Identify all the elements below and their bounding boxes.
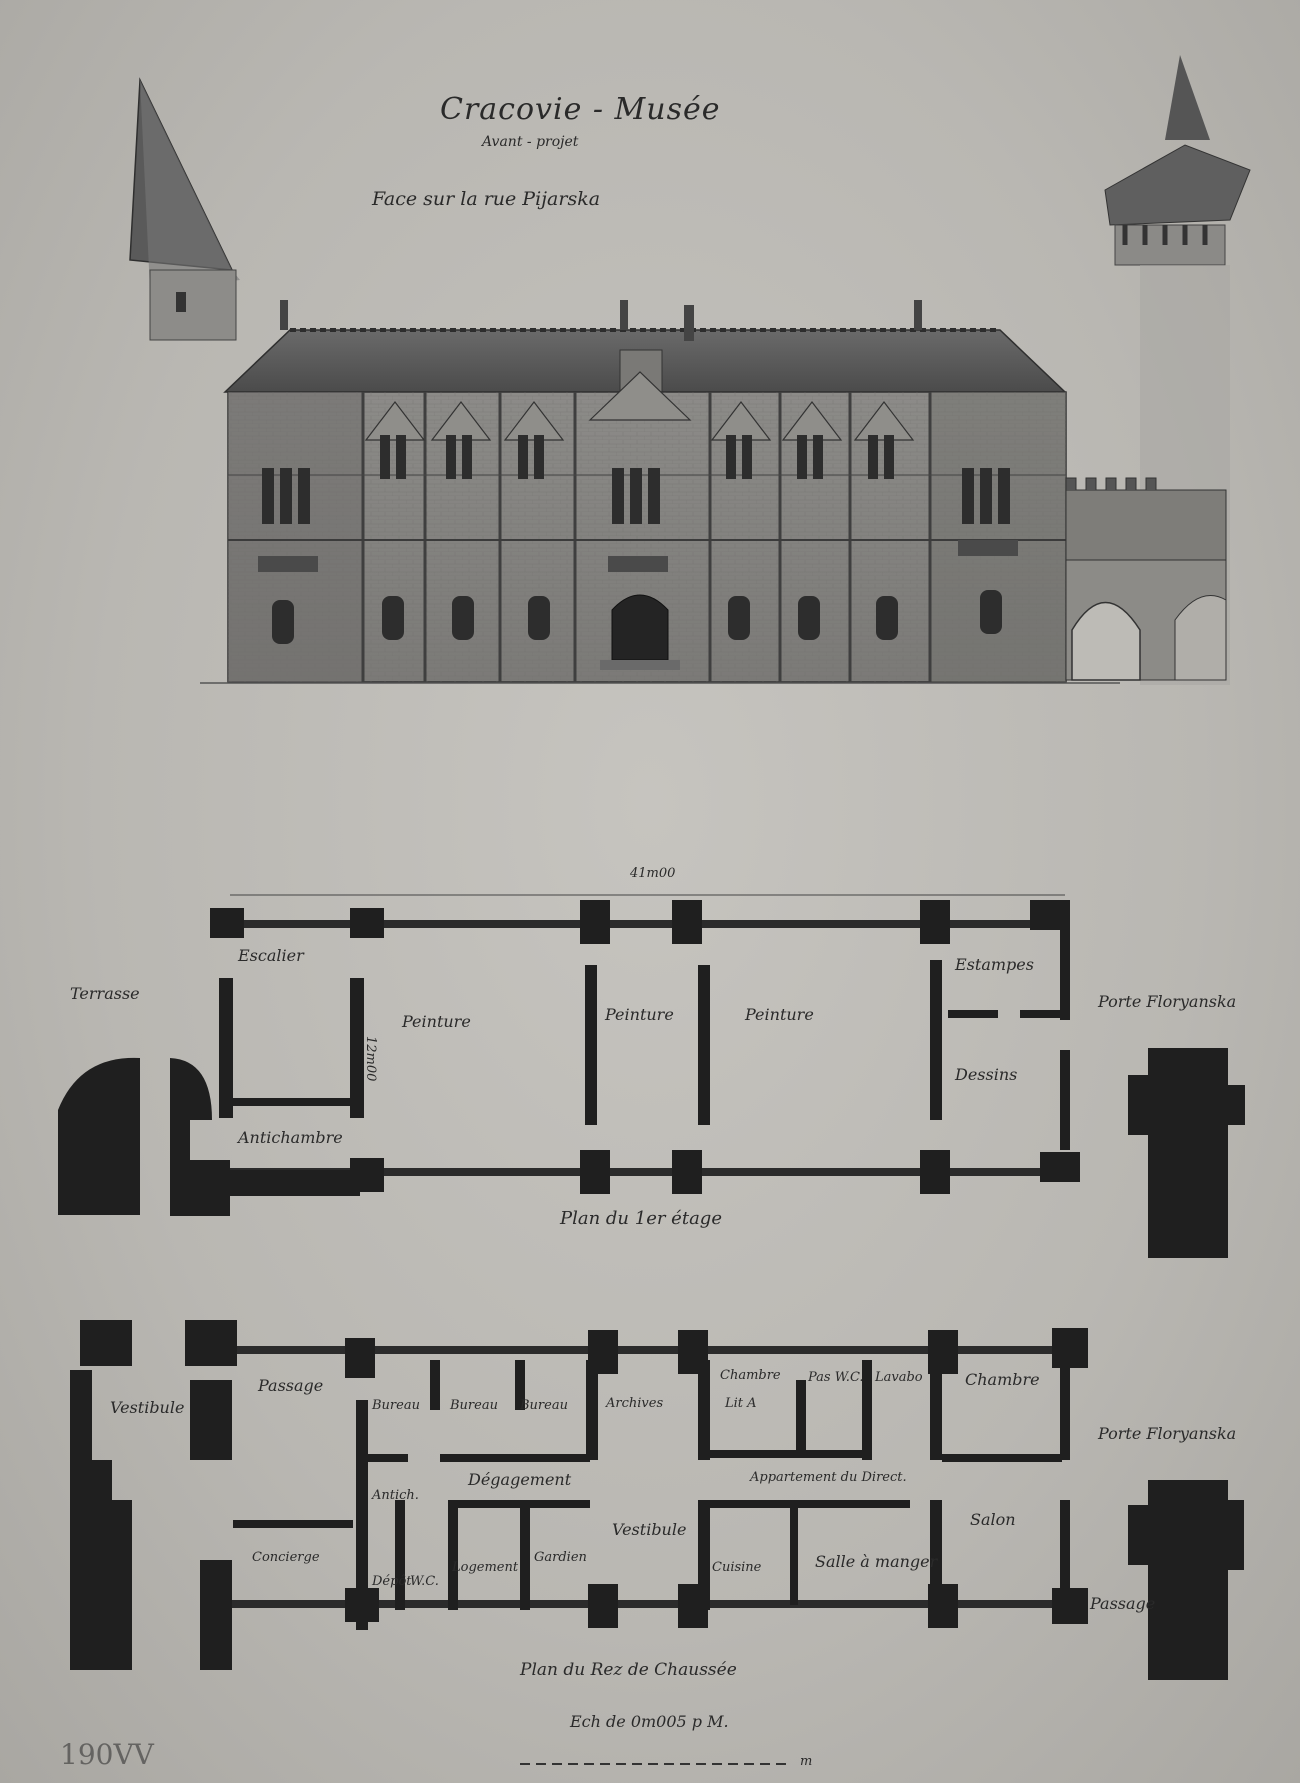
scale-label: Ech de 0m005 p M. — [570, 1712, 729, 1731]
left-tower — [129, 77, 240, 341]
room-label: Lit A — [725, 1396, 757, 1411]
room-label: Bureau — [450, 1398, 498, 1413]
room-label: Bureau — [520, 1398, 568, 1413]
upper-windows — [258, 435, 1018, 572]
room-label: Chambre — [965, 1370, 1040, 1389]
room-label: Gardien — [534, 1550, 587, 1565]
facade-title: Face sur la rue Pijarska — [372, 188, 601, 210]
gate-bridge — [1065, 477, 1227, 681]
room-label: Dessins — [955, 1065, 1018, 1084]
room-label: Archives — [606, 1396, 664, 1411]
dormer-gables — [364, 371, 915, 441]
room-label: Porte Floryanska — [1098, 992, 1237, 1011]
drawing-subtitle: Avant - projet — [482, 134, 579, 150]
room-label: Escalier — [238, 946, 304, 965]
plan-caption-first-floor: Plan du 1er étage — [560, 1208, 722, 1229]
room-label: Passage — [258, 1376, 324, 1395]
room-label: Dégagement — [468, 1470, 572, 1489]
room-label: Bureau — [372, 1398, 420, 1413]
room-label: Cuisine — [712, 1560, 762, 1575]
room-label: Lavabo — [875, 1370, 923, 1385]
room-label: W.C. — [410, 1574, 439, 1589]
room-label: Passage — [1090, 1594, 1156, 1613]
main-door — [600, 594, 680, 670]
room-label: Concierge — [252, 1550, 320, 1565]
room-label: Vestibule — [110, 1398, 185, 1417]
room-label: Peinture — [605, 1005, 674, 1024]
room-label: Vestibule — [612, 1520, 687, 1539]
room-label: Terrasse — [70, 984, 140, 1003]
room-label: Appartement du Direct. — [750, 1470, 907, 1485]
room-label: Pas W.C. — [808, 1370, 864, 1385]
lower-windows — [272, 590, 1002, 644]
room-label: Antich. — [372, 1488, 419, 1503]
room-label: Salon — [970, 1510, 1016, 1529]
room-label: Porte Floryanska — [1098, 1424, 1237, 1443]
drawing-title: Cracovie - Musée — [440, 92, 721, 127]
room-label: Peinture — [745, 1005, 814, 1024]
plan-caption-ground-floor: Plan du Rez de Chaussée — [520, 1660, 737, 1680]
plan-ground-floor — [70, 1320, 1244, 1765]
dimension-width: 41m00 — [630, 866, 676, 881]
room-label: Dépôt — [372, 1574, 412, 1589]
room-label: Peinture — [402, 1012, 471, 1031]
archive-stamp: 190VV — [60, 1738, 154, 1771]
room-label: Salle à manger — [815, 1552, 938, 1571]
room-label: Antichambre — [238, 1128, 343, 1147]
plan-first-floor — [58, 894, 1245, 1258]
scale-unit: m — [800, 1754, 813, 1769]
room-label: Chambre — [720, 1368, 781, 1383]
dimension-depth: 12m00 — [363, 1036, 378, 1082]
room-label: Estampes — [955, 955, 1034, 974]
room-label: Logement — [452, 1560, 519, 1575]
